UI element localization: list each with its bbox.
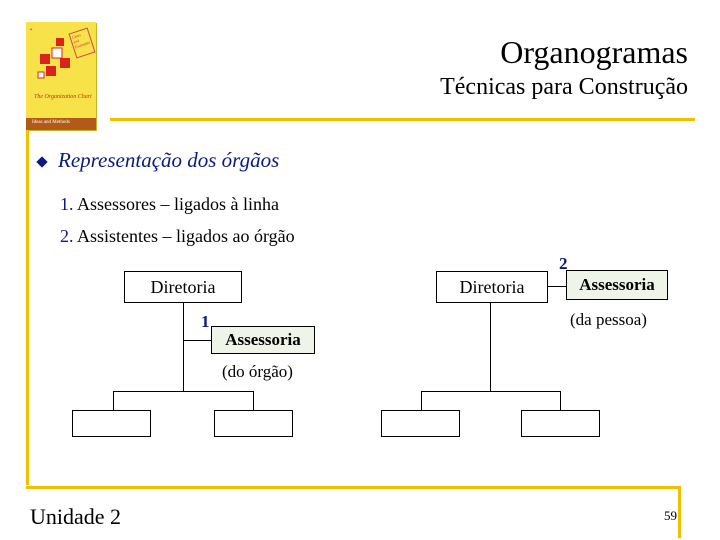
top-divider: [110, 118, 695, 121]
right-sub-box: [381, 410, 460, 437]
left-marker-1: 1: [201, 312, 210, 331]
left-staff-connector: [183, 340, 211, 341]
list-item-number: 1.: [60, 194, 74, 214]
book-cover-image: * Cases and Examples The Organization Ch…: [26, 22, 96, 130]
right-drop-line: [560, 391, 561, 411]
right-divider: [678, 488, 681, 538]
right-caption: (da pessoa): [570, 310, 647, 329]
left-divider: [26, 130, 29, 485]
right-marker-2: 2: [559, 254, 568, 273]
right-assessoria-box: Assessoria: [566, 270, 668, 300]
book-cover-band-text: Ideas and Methods: [32, 120, 70, 125]
list-item-text: Assistentes – ligados ao órgão: [73, 226, 295, 246]
left-drop-line: [253, 391, 254, 411]
right-sub-box: [521, 410, 600, 437]
list-item-number: 2.: [60, 226, 74, 246]
right-staff-connector: [548, 286, 566, 287]
footer-unit: Unidade 2: [30, 504, 122, 529]
book-cover-cubes-icon: [37, 38, 70, 79]
left-diretoria-box: Diretoria: [124, 271, 242, 303]
right-trunk-line: [490, 303, 491, 391]
list-item: 1. Assessores – ligados à linha: [60, 194, 279, 215]
book-cover-script: *: [29, 27, 34, 35]
page-title: Organogramas: [500, 34, 688, 70]
bottom-divider: [26, 486, 681, 489]
right-drop-line: [421, 391, 422, 411]
book-cover-title: The Organization Chart: [34, 94, 92, 100]
left-branch-line: [113, 391, 254, 392]
diamond-bullet-icon: [36, 156, 48, 168]
left-drop-line: [113, 391, 114, 411]
left-caption: (do órgão): [222, 362, 293, 381]
list-item: 2. Assistentes – ligados ao órgão: [60, 226, 295, 247]
list-item-text: Assessores – ligados à linha: [73, 194, 279, 214]
page-subtitle: Técnicas para Construção: [440, 74, 688, 100]
left-sub-box: [214, 410, 293, 437]
left-assessoria-box: Assessoria: [211, 326, 315, 354]
right-branch-line: [421, 391, 561, 392]
right-diretoria-box: Diretoria: [436, 271, 548, 303]
page-number: 59: [664, 508, 677, 523]
left-trunk-line: [183, 303, 184, 391]
book-cover-band: Ideas and Methods: [26, 118, 96, 130]
left-sub-box: [72, 410, 151, 437]
section-heading: Representação dos órgãos: [58, 148, 280, 172]
